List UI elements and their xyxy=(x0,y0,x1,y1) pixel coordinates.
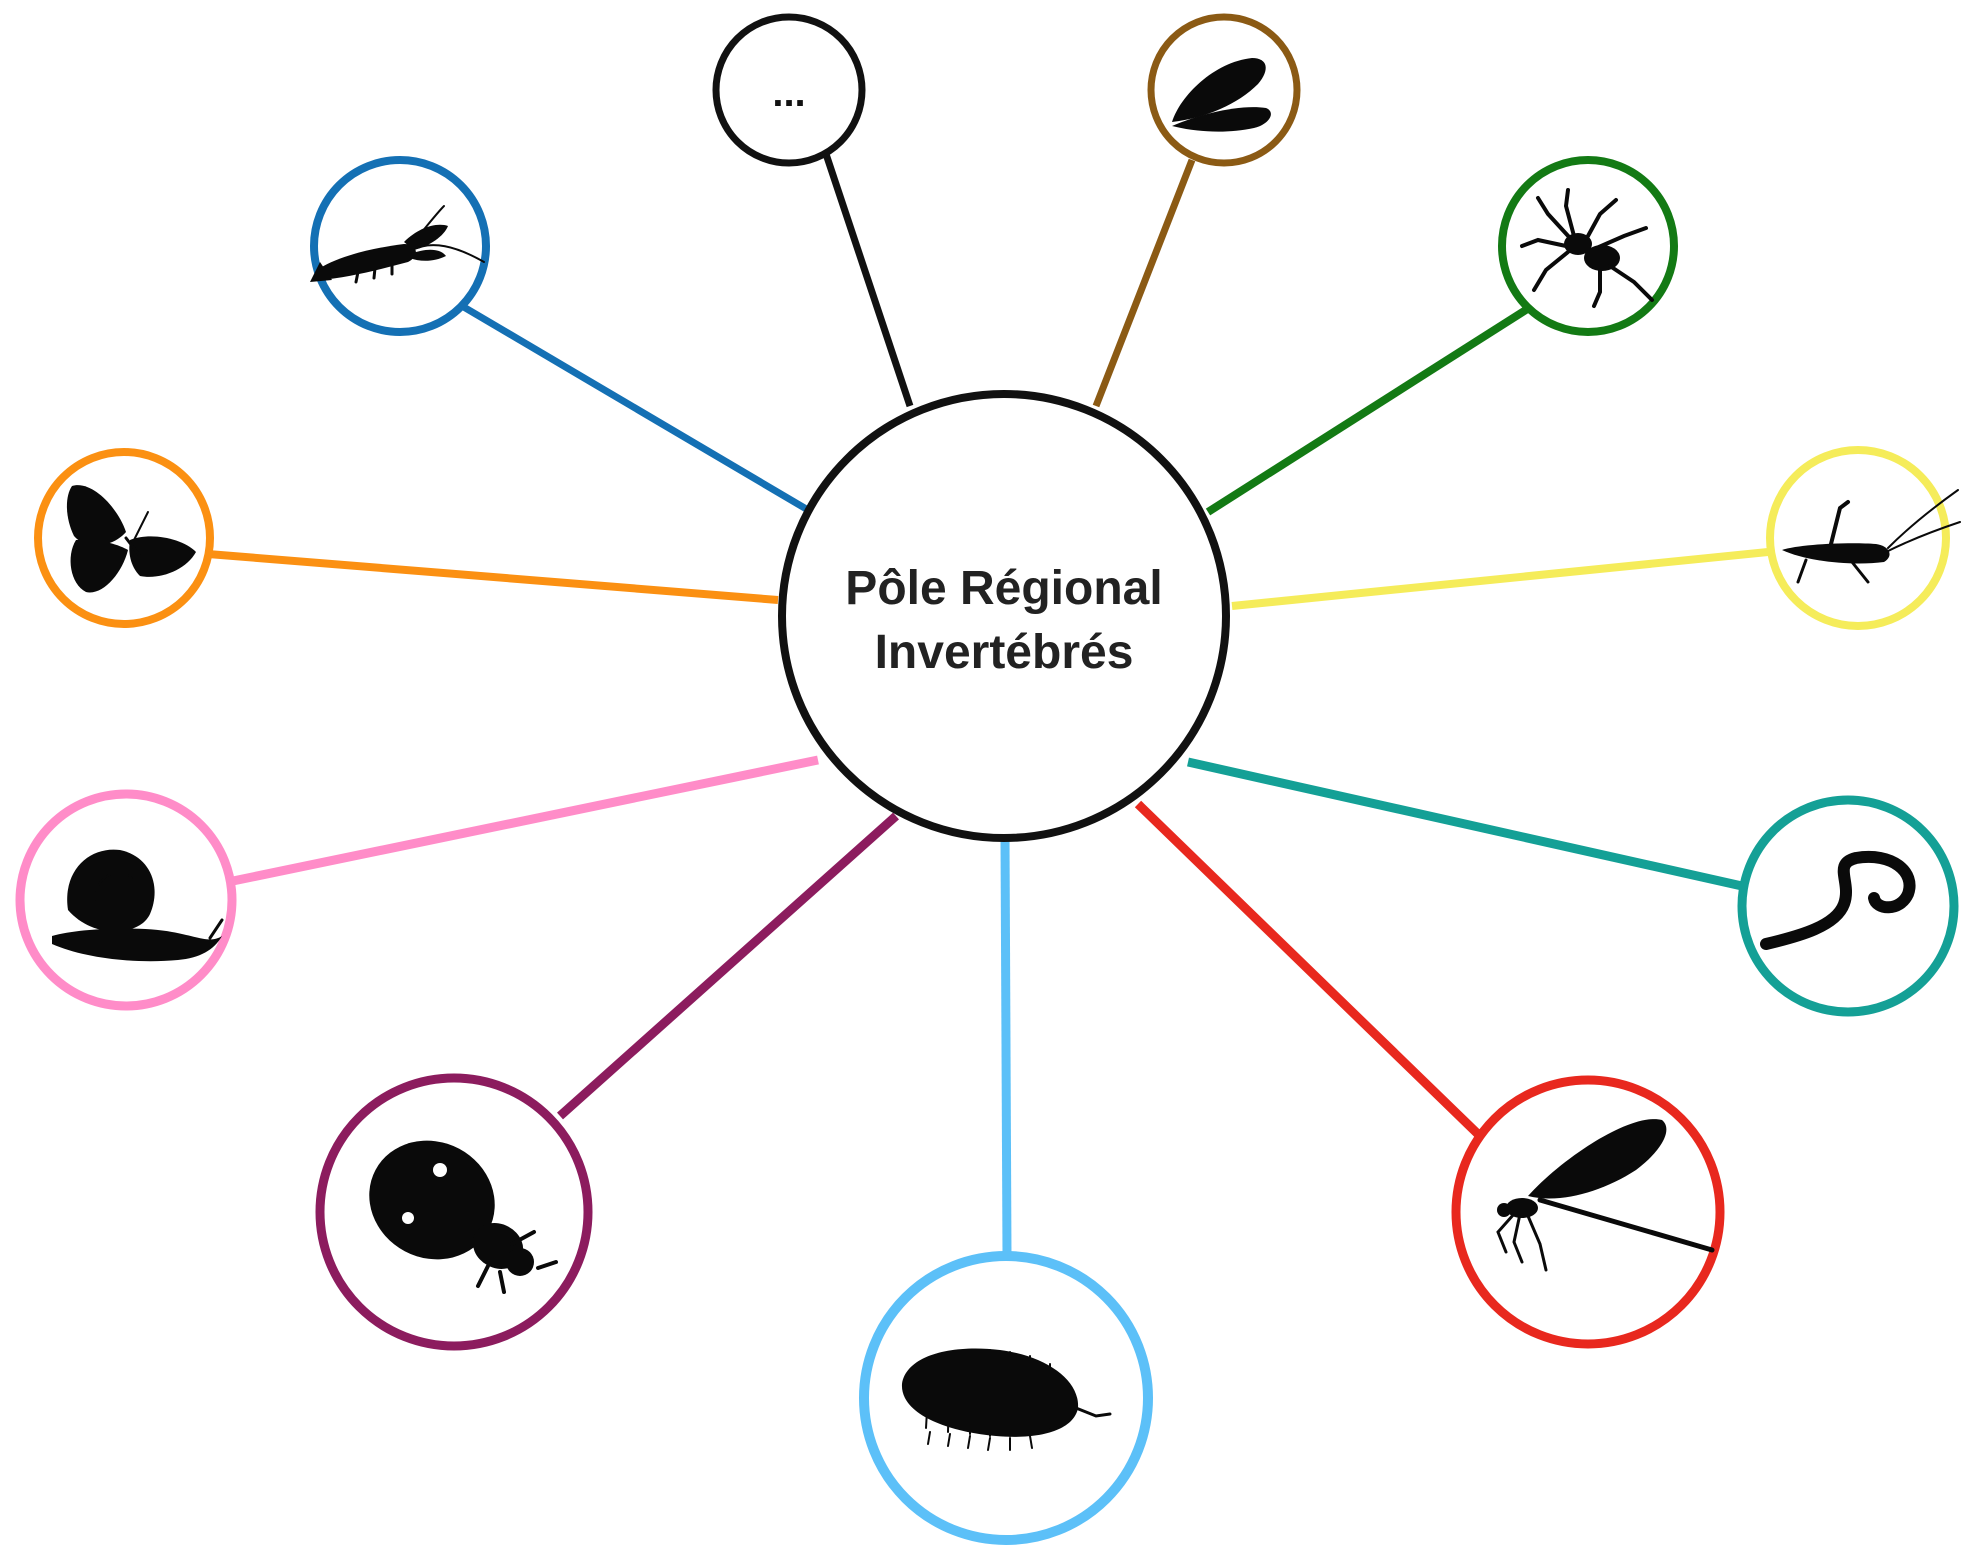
connector-crayfish xyxy=(460,302,810,514)
node-snail xyxy=(15,789,237,1011)
connector-grasshopper xyxy=(1231,548,1769,610)
connector-worm xyxy=(1187,757,1743,891)
ellipsis-icon: ... xyxy=(772,71,805,115)
connector-snail xyxy=(227,755,819,887)
node-mussel xyxy=(1147,13,1301,167)
node-woodlouse xyxy=(859,1251,1153,1545)
node-butterfly xyxy=(34,448,214,628)
connector-ladybug xyxy=(557,812,899,1120)
connector-damselfly xyxy=(1134,800,1486,1142)
damselfly-icon xyxy=(1496,1119,1715,1272)
node-grasshopper xyxy=(1766,446,1961,630)
connector-more xyxy=(822,152,914,408)
node-worm xyxy=(1737,795,1959,1017)
worm-icon xyxy=(1760,850,1916,950)
woodlouse-icon xyxy=(901,1348,1112,1451)
node-spider xyxy=(1498,156,1678,336)
mussel-icon xyxy=(1172,58,1271,132)
snail-icon xyxy=(52,849,224,962)
grasshopper-icon xyxy=(1782,489,1961,584)
connectors xyxy=(207,152,1769,1257)
connector-woodlouse xyxy=(1000,837,1012,1257)
connector-mussel xyxy=(1092,158,1196,408)
ladybug-icon xyxy=(369,1140,558,1294)
node-damselfly xyxy=(1451,1075,1725,1349)
node-crayfish xyxy=(310,156,490,336)
connector-butterfly xyxy=(207,550,779,604)
crayfish-icon xyxy=(310,205,485,284)
center-title-line2: Invertébrés xyxy=(875,626,1134,679)
node-ladybug xyxy=(315,1073,593,1351)
butterfly-icon xyxy=(66,485,196,593)
center-title-line1: Pôle Régional xyxy=(845,562,1162,615)
node-more: ... xyxy=(712,13,866,167)
spider-icon xyxy=(1520,188,1654,308)
connector-spider xyxy=(1205,302,1535,516)
center-node: Pôle Régional Invertébrés xyxy=(778,390,1230,842)
